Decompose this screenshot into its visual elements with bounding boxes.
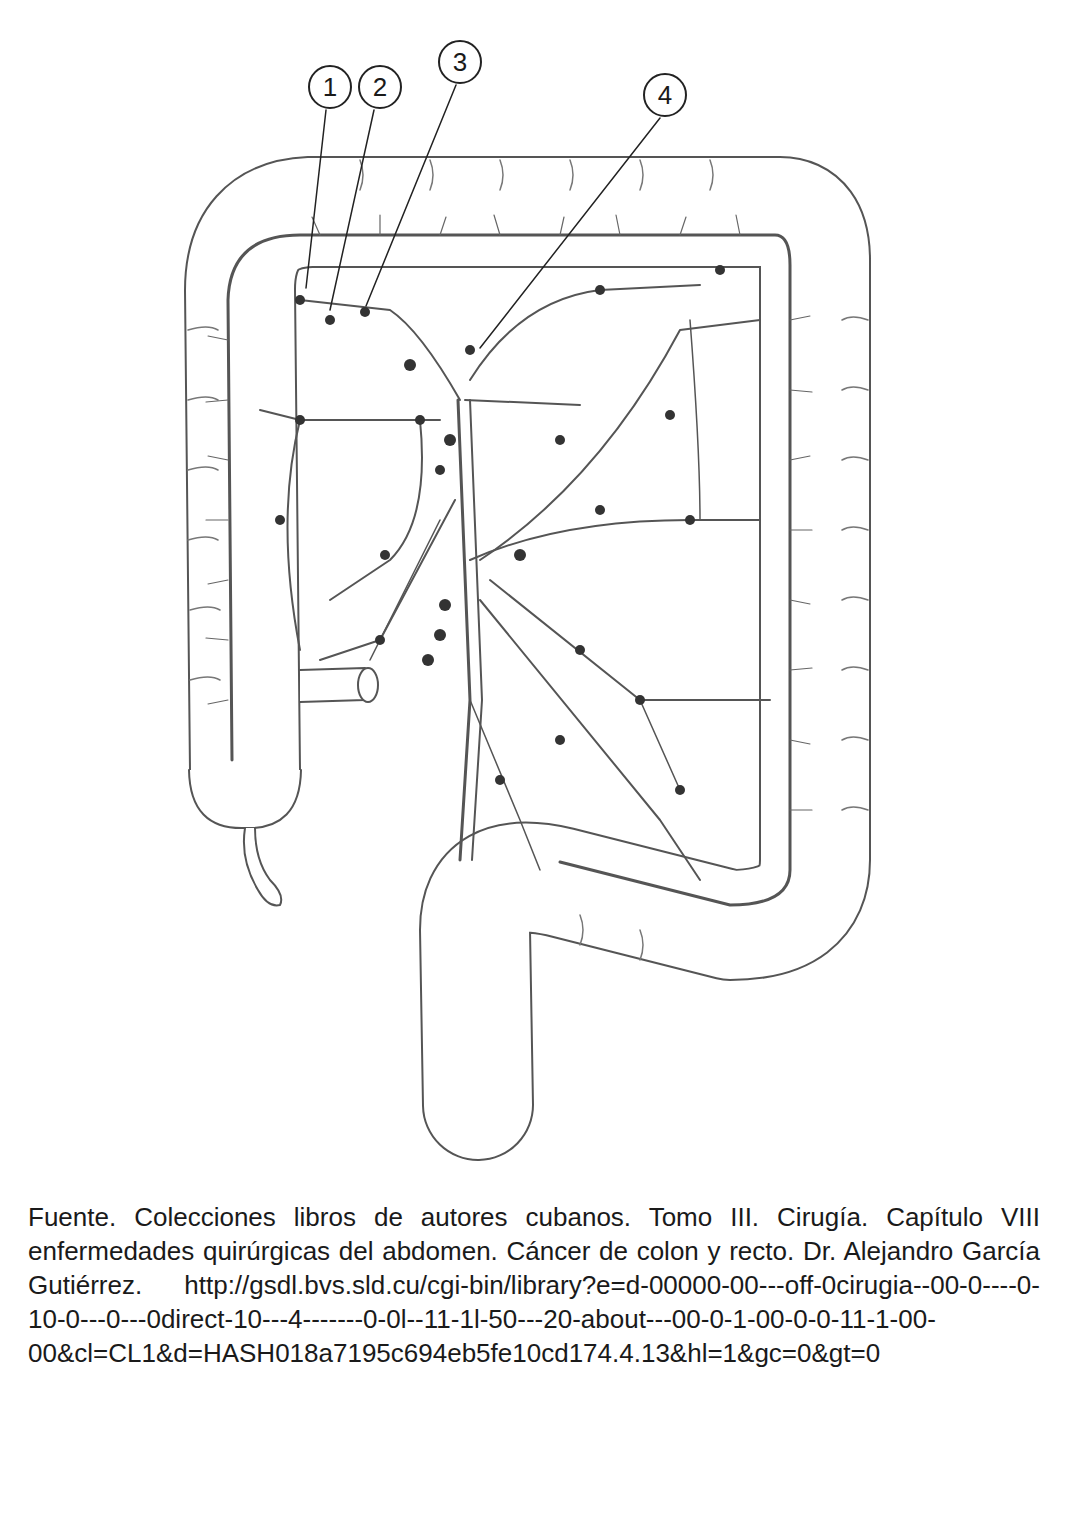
callout-number: 2 <box>373 74 387 100</box>
callout-circle: 3 <box>438 40 482 84</box>
callout-circle: 2 <box>358 65 402 109</box>
callout-circle: 1 <box>308 65 352 109</box>
callout-number: 4 <box>658 82 672 108</box>
source-caption: Fuente. Colecciones libros de autores cu… <box>28 1200 1040 1370</box>
callout-circle: 4 <box>643 73 687 117</box>
callout-number: 1 <box>323 74 337 100</box>
callout-number: 3 <box>453 49 467 75</box>
